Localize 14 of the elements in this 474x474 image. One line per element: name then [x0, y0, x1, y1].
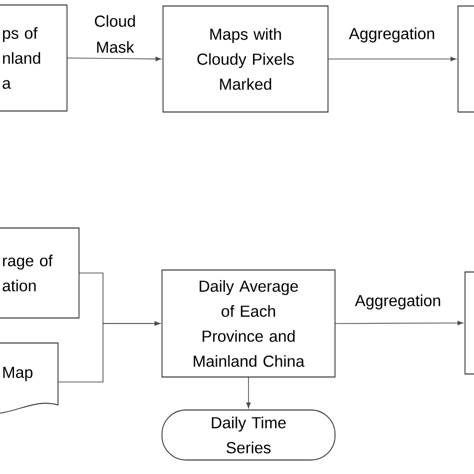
- edge-label: Cloud Mask: [84, 14, 146, 54]
- arrow: [328, 56, 456, 62]
- process-box: ps of nland a: [0, 4, 68, 112]
- process-box: [458, 6, 474, 112]
- edge-label: Aggregation: [347, 294, 449, 310]
- edge-label: Aggregation: [341, 26, 443, 44]
- arrow: [335, 320, 464, 326]
- arrow: [58, 321, 160, 382]
- arrow: [67, 56, 162, 62]
- process-box: [464, 272, 474, 374]
- process-box: rage of ation: [0, 228, 80, 318]
- process-box: Daily Average of Each Province and Mainland China: [162, 270, 336, 378]
- process-box: Maps with Cloudy Pixels Marked: [162, 6, 328, 112]
- arrow: [246, 377, 251, 408]
